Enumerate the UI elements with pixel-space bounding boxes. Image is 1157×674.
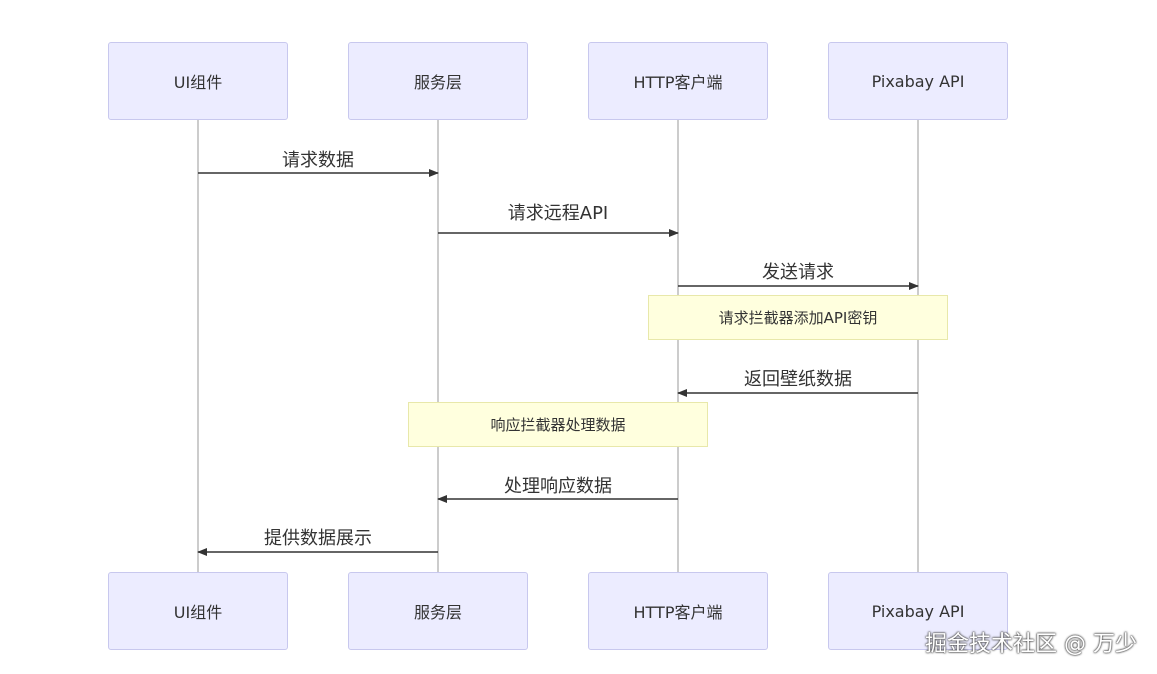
- actor-bottom-http: HTTP客户端: [588, 572, 768, 650]
- message-label-2: 请求远程API: [507, 203, 609, 224]
- actor-label: Pixabay API: [871, 601, 965, 621]
- actor-bottom-service: 服务层: [348, 572, 528, 650]
- actor-label: UI组件: [173, 603, 223, 622]
- actor-label: HTTP客户端: [633, 73, 723, 92]
- message-label-3: 发送请求: [762, 262, 834, 283]
- actor-bottom-api: Pixabay API: [828, 572, 1008, 650]
- actor-label: UI组件: [173, 73, 223, 92]
- actor-label: 服务层: [413, 603, 462, 622]
- note-response-interceptor: 响应拦截器处理数据: [408, 402, 708, 447]
- message-label-5: 处理响应数据: [504, 476, 612, 497]
- message-label-6: 提供数据展示: [264, 528, 372, 549]
- actor-top-ui: UI组件: [108, 42, 288, 120]
- message-label-1: 请求数据: [282, 150, 354, 171]
- message-label-4: 返回壁纸数据: [744, 369, 852, 390]
- watermark: 掘金技术社区 @ 万少: [925, 632, 1137, 657]
- actor-top-api: Pixabay API: [828, 42, 1008, 120]
- actor-label: HTTP客户端: [633, 603, 723, 622]
- note-request-interceptor: 请求拦截器添加API密钥: [648, 295, 948, 340]
- actor-label: Pixabay API: [871, 71, 965, 91]
- actor-top-http: HTTP客户端: [588, 42, 768, 120]
- actor-label: 服务层: [413, 73, 462, 92]
- actor-bottom-ui: UI组件: [108, 572, 288, 650]
- actor-top-service: 服务层: [348, 42, 528, 120]
